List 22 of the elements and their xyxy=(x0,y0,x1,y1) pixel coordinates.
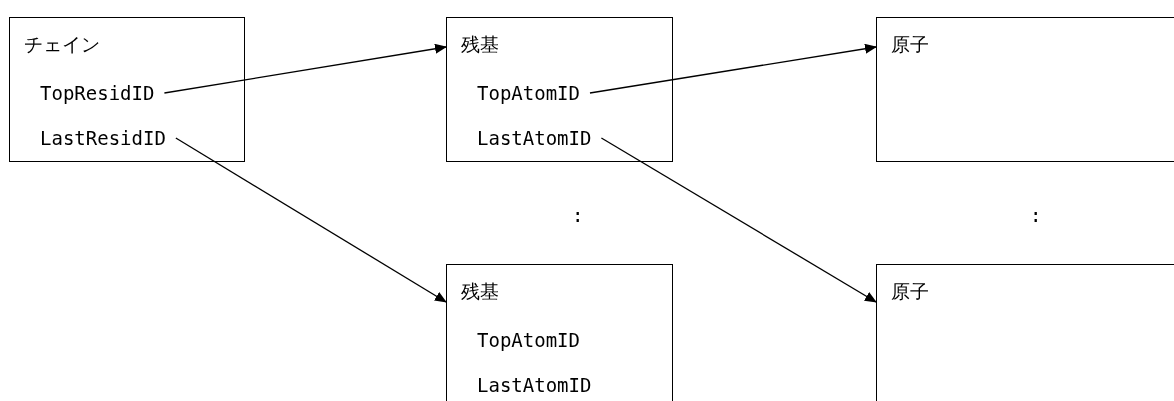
box-heading: 残基 xyxy=(461,32,499,57)
box-heading: 原子 xyxy=(891,32,929,57)
ellipsis-mark: : xyxy=(572,204,584,226)
record-box xyxy=(446,17,673,162)
field-label: LastAtomID xyxy=(473,125,602,151)
box-heading: 残基 xyxy=(461,279,499,304)
box-heading: 原子 xyxy=(891,279,929,304)
arrow xyxy=(163,43,447,94)
record-box xyxy=(876,264,1174,401)
ellipsis-mark: : xyxy=(1030,204,1042,226)
field-label: TopResidID xyxy=(36,80,165,106)
field-label: LastResidID xyxy=(36,125,176,151)
record-box xyxy=(876,17,1174,162)
field-label: LastAtomID xyxy=(473,372,602,398)
arrow xyxy=(600,137,877,303)
arrow xyxy=(175,137,447,303)
record-box xyxy=(9,17,245,162)
record-box xyxy=(446,264,673,401)
box-heading: チェイン xyxy=(24,32,100,57)
arrow xyxy=(589,43,877,94)
field-label: TopAtomID xyxy=(473,80,590,106)
field-label: TopAtomID xyxy=(473,327,590,353)
